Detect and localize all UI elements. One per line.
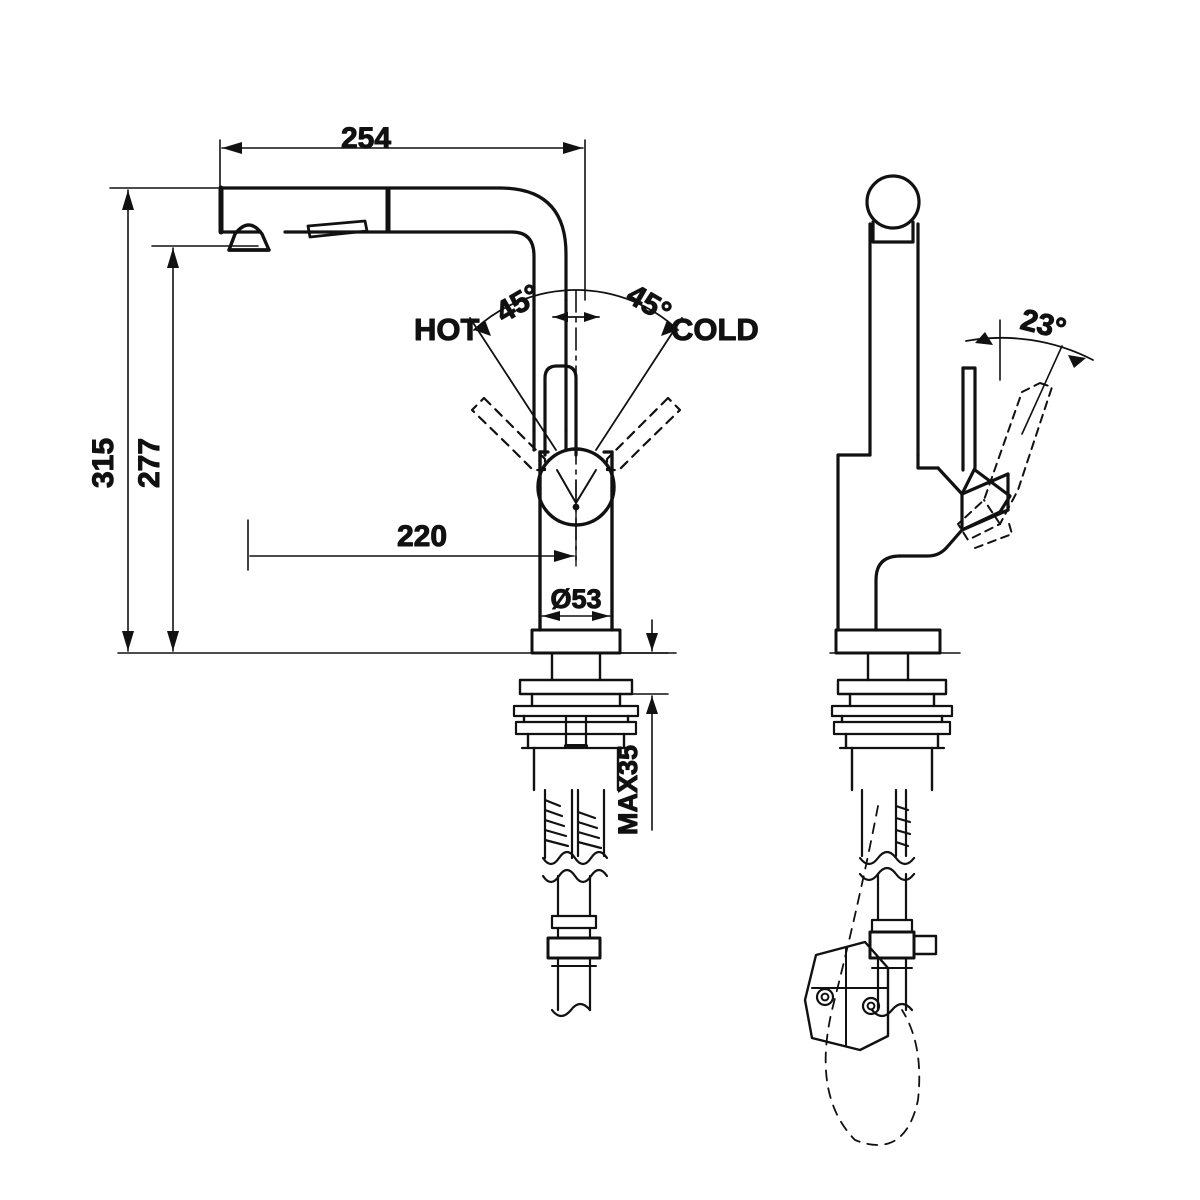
dimension-diameter-53-label: Ø53 <box>550 584 601 614</box>
label-cold: COLD <box>671 312 759 347</box>
front-view: 254 315 277 220 <box>87 122 759 1018</box>
dimension-254-label: 254 <box>341 122 391 155</box>
dimension-max35-label: MAX35 <box>613 745 643 835</box>
side-view: 23° <box>803 174 1094 1146</box>
dimension-220-label: 220 <box>397 520 447 553</box>
side-weight-block <box>803 940 890 1052</box>
angle-45-hot-label: 45° <box>490 278 546 329</box>
front-flexible-hoses <box>541 788 609 1018</box>
front-base-flange <box>117 628 677 655</box>
angle-arc-45 <box>469 289 683 451</box>
dimension-diameter-53 <box>539 589 613 627</box>
front-spout-body <box>218 185 568 302</box>
label-hot: HOT <box>414 312 480 347</box>
dimension-220 <box>247 479 577 571</box>
side-base-flange <box>829 628 961 655</box>
side-lever-dashed <box>957 382 1053 549</box>
dimension-277 <box>151 245 259 652</box>
angle-arc-23 <box>965 332 1094 435</box>
side-lever <box>960 366 1012 532</box>
side-mounting-hardware <box>830 651 954 792</box>
lever-swing-positions <box>470 396 682 472</box>
dimension-max35 <box>617 619 669 831</box>
dimension-254 <box>219 139 586 301</box>
front-mounting-hardware <box>512 651 640 792</box>
dimension-315-label: 315 <box>87 438 120 488</box>
side-hose-loop <box>824 805 921 1146</box>
dimension-277-label: 277 <box>133 438 166 488</box>
side-spout-head <box>865 174 921 457</box>
side-body <box>836 453 964 632</box>
side-flexible-hoses <box>858 788 938 1018</box>
dimension-315 <box>109 187 219 652</box>
